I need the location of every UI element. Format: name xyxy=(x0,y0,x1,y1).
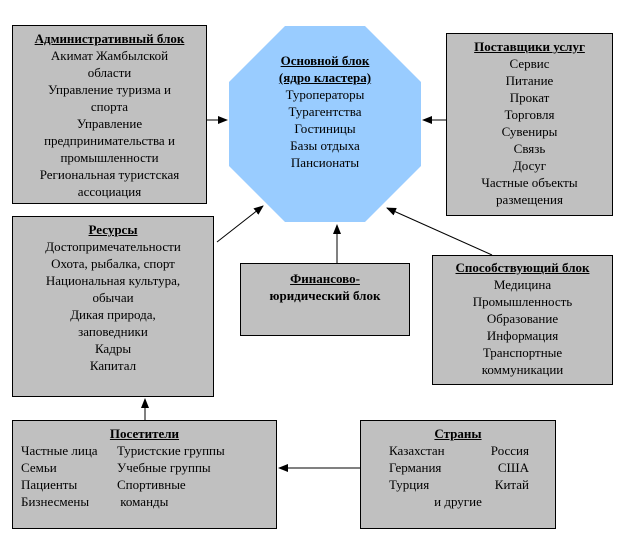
core-title: (ядро кластера) xyxy=(278,70,372,85)
providers-item: Сувениры xyxy=(501,124,558,139)
visitors-title: Посетители xyxy=(109,426,180,441)
country: Китай xyxy=(494,477,529,492)
resources-item: Охота, рыбалка, спорт xyxy=(51,256,175,271)
resources-item: Национальная культура, xyxy=(45,273,181,288)
admin-item: Управление туризма и xyxy=(48,82,171,97)
providers-item: Питание xyxy=(505,73,554,88)
admin-item: области xyxy=(87,65,132,80)
country: США xyxy=(497,460,529,475)
core-item: Гостиницы xyxy=(294,121,356,136)
admin-title: Административный блок xyxy=(34,31,185,46)
arrow-promoting-to-core xyxy=(386,207,493,256)
core-octagon xyxy=(229,26,421,222)
promoting-item: Образование xyxy=(486,311,559,326)
country: Казахстан xyxy=(389,443,445,458)
resources-title: Ресурсы xyxy=(88,222,138,237)
visitor-type: Учебные группы xyxy=(117,460,211,475)
promoting-block: Способствующий блок Медицина Промышленно… xyxy=(432,255,613,385)
country: Турция xyxy=(389,477,430,492)
providers-item: Связь xyxy=(513,141,546,156)
providers-title: Поставщики услуг xyxy=(474,39,585,54)
visitor-type: Частные лица xyxy=(21,443,98,458)
providers-item: Частные объекты xyxy=(481,175,578,190)
visitor-type: Спортивные xyxy=(117,477,186,492)
resources-item: заповедники xyxy=(78,324,148,339)
countries-block: Страны Казахстан Россия Германия США Турци… xyxy=(360,420,556,529)
visitor-type: Пациенты xyxy=(21,477,78,492)
resources-item: Достопримечательности xyxy=(45,239,181,254)
country: Германия xyxy=(389,460,442,475)
core-item: Базы отдыха xyxy=(290,138,360,153)
visitor-type: команды xyxy=(117,494,169,509)
visitor-type: Семьи xyxy=(21,460,57,475)
promoting-item: коммуникации xyxy=(481,362,564,377)
promoting-item: Информация xyxy=(486,328,559,343)
financial-title: юридический блок xyxy=(269,288,381,303)
countries-title: Страны xyxy=(434,426,482,441)
resources-item: обычаи xyxy=(92,290,134,305)
promoting-item: Промышленность xyxy=(472,294,573,309)
visitor-type: Туристские группы xyxy=(117,443,225,458)
visitor-type: Бизнесмены xyxy=(21,494,90,509)
resources-item: Дикая природа, xyxy=(70,307,156,322)
admin-item: Акимат Жамбылской xyxy=(50,48,169,63)
resources-item: Капитал xyxy=(89,358,137,373)
providers-item: Сервис xyxy=(509,56,550,71)
providers-item: Торговля xyxy=(504,107,555,122)
core-title: Основной блок xyxy=(280,53,370,68)
providers-item: Прокат xyxy=(509,90,550,105)
promoting-item: Медицина xyxy=(493,277,552,292)
countries-footer: и другие xyxy=(434,494,482,509)
admin-item: промышленности xyxy=(60,150,159,165)
arrow-resources-to-core xyxy=(216,205,264,243)
visitors-block: Посетители Частные лица Туристские группы… xyxy=(12,420,277,529)
core-item: Туроператоры xyxy=(285,87,365,102)
admin-item: спорта xyxy=(90,99,129,114)
admin-item: Управление xyxy=(76,116,143,131)
admin-item: ассоциация xyxy=(77,184,142,199)
promoting-title: Способствующий блок xyxy=(455,260,590,275)
financial-block: Финансово- юридический блок xyxy=(240,263,410,336)
admin-block: Административный блок Акимат Жамбылской … xyxy=(12,25,207,204)
providers-item: размещения xyxy=(496,192,563,207)
financial-title: Финансово- xyxy=(290,271,360,286)
resources-item: Кадры xyxy=(94,341,132,356)
admin-item: Региональная туристская xyxy=(39,167,180,182)
core-item: Турагентства xyxy=(288,104,362,119)
promoting-item: Транспортные xyxy=(482,345,563,360)
core-block: Основной блок (ядро кластера) Туроперато… xyxy=(229,52,421,171)
country: Россия xyxy=(490,443,529,458)
providers-item: Досуг xyxy=(512,158,547,173)
providers-block: Поставщики услуг Сервис Питание Прокат Т… xyxy=(446,33,613,216)
core-item: Пансионаты xyxy=(290,155,360,170)
admin-item: предпринимательства и xyxy=(44,133,175,148)
resources-block: Ресурсы Достопримечательности Охота, рыб… xyxy=(12,216,214,397)
